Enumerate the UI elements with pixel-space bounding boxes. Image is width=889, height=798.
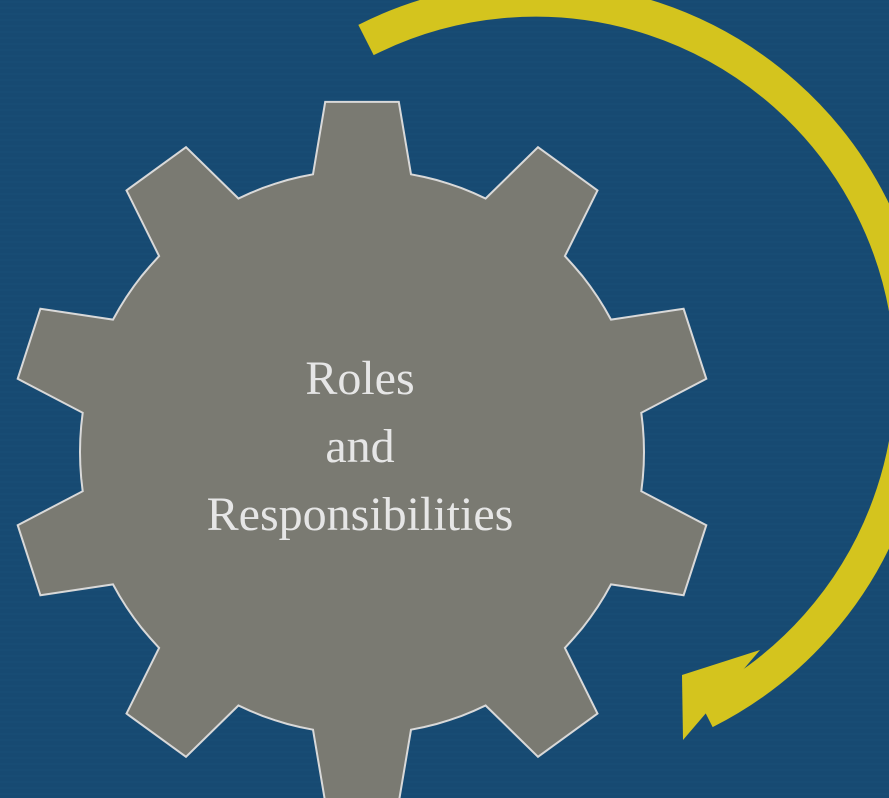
gear-label: Roles and Responsibilities — [130, 345, 590, 549]
gear-label-line-1: Roles — [305, 352, 415, 405]
gear-shape — [16, 100, 708, 798]
gear-label-line-2: and — [325, 420, 395, 473]
gear-label-line-3: Responsibilities — [206, 488, 514, 541]
curved-arrow-shaft — [358, 0, 889, 728]
curved-arrow-head — [682, 650, 760, 740]
